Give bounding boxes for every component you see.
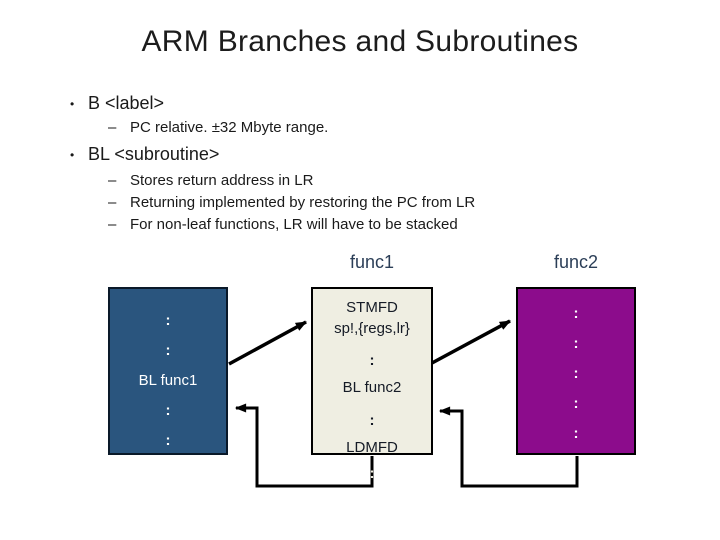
code-line-ldmfd: LDMFD bbox=[346, 439, 398, 455]
bullet-marker: • bbox=[70, 97, 75, 111]
page-title: ARM Branches and Subroutines bbox=[141, 25, 579, 58]
bullet-marker: – bbox=[108, 119, 117, 136]
bullet-text: PC relative. ±32 Mbyte range. bbox=[130, 119, 329, 136]
func1-label: func1 bbox=[349, 252, 395, 272]
func2-box: : : : : : bbox=[516, 287, 636, 455]
bullet-marker: – bbox=[108, 194, 117, 211]
func1-overflow-colon: : bbox=[370, 465, 375, 482]
code-line: : bbox=[165, 402, 171, 419]
code-line-stmfd: STMFD bbox=[346, 299, 398, 316]
code-line: : bbox=[573, 335, 579, 352]
code-line: : bbox=[573, 395, 579, 412]
code-line: : bbox=[165, 342, 171, 359]
bullet-text: BL <subroutine> bbox=[88, 144, 220, 164]
code-line: : bbox=[369, 412, 375, 429]
code-line-bl-func2: BL func2 bbox=[342, 379, 402, 396]
func1-box: STMFD sp!,{regs,lr} : BL func2 : LDMFD bbox=[311, 287, 433, 455]
code-line: : bbox=[165, 432, 171, 449]
bullet-marker: • bbox=[70, 148, 75, 162]
bullet-marker: – bbox=[108, 216, 117, 233]
code-line: : bbox=[573, 425, 579, 442]
bullet-marker: – bbox=[108, 172, 117, 189]
code-line: : bbox=[369, 352, 375, 369]
bullet-text: B <label> bbox=[88, 93, 165, 113]
bullet-text: For non-leaf functions, LR will have to … bbox=[130, 216, 458, 233]
code-line: : bbox=[573, 365, 579, 382]
func2-label: func2 bbox=[553, 252, 599, 272]
caller-box: : : BL func1 : : bbox=[108, 287, 228, 455]
bullet-text: Stores return address in LR bbox=[130, 172, 314, 189]
call-arrow-bl-func2 bbox=[431, 319, 511, 365]
call-arrow-bl-func1 bbox=[228, 320, 307, 366]
bullet-text: Returning implemented by restoring the P… bbox=[130, 194, 476, 211]
code-line-stmfd-args: sp!,{regs,lr} bbox=[334, 320, 410, 337]
code-line-bl-func1: BL func1 bbox=[138, 372, 198, 389]
code-line: : bbox=[165, 312, 171, 329]
code-line: : bbox=[573, 305, 579, 322]
